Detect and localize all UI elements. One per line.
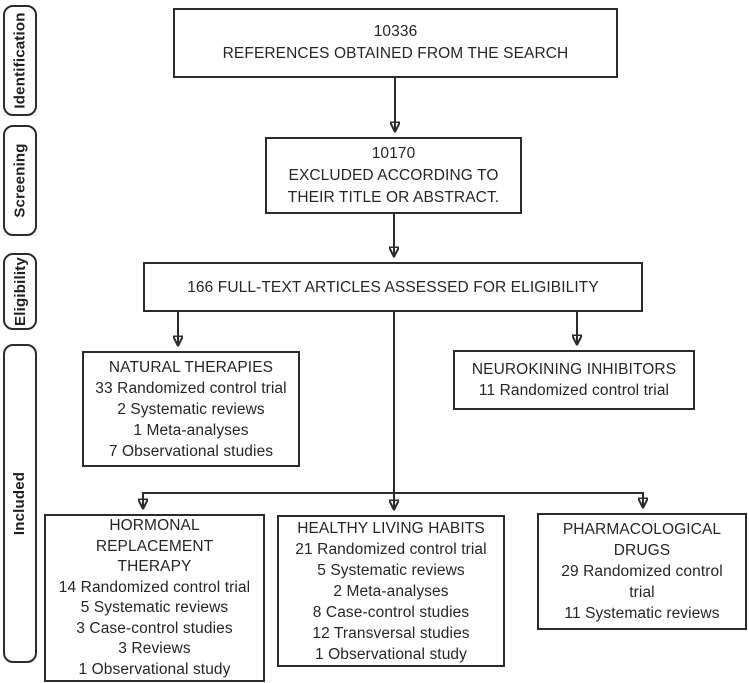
box-line: NATURAL THERAPIES (108, 358, 274, 376)
box-excluded-title-abstract: 10170 EXCLUDED ACCORDING TO THEIR TITLE … (265, 137, 522, 214)
stage-label-text: Eligibility (11, 257, 29, 326)
box-hormonal-replacement-therapy: HORMONAL REPLACEMENT THERAPY 14 Randomiz… (44, 514, 265, 682)
box-line: 2 Systematic reviews (117, 400, 265, 418)
box-line: 1 Observational study (78, 660, 231, 678)
box-line: 1 Meta-analyses (133, 421, 249, 439)
box-line: 5 Systematic reviews (317, 561, 465, 579)
box-line: 12 Transversal studies (312, 624, 470, 642)
box-line: 7 Observational studies (108, 442, 274, 460)
box-line: EXCLUDED ACCORDING TO (288, 166, 499, 184)
stage-label-text: Included (11, 471, 29, 536)
box-line: 14 Randomized control trial (58, 578, 251, 596)
box-line: 8 Case-control studies (312, 603, 470, 621)
box-line: NEUROKINING INHIBITORS (471, 361, 677, 378)
box-line: 2 Meta-analyses (333, 582, 449, 600)
box-line: 10336 (373, 23, 418, 40)
box-line: trial (629, 584, 655, 601)
stage-label-eligibility: Eligibility (3, 253, 37, 330)
box-healthy-living-habits: HEALTHY LIVING HABITS 21 Randomized cont… (277, 515, 505, 667)
box-neurokining-inhibitors: NEUROKINING INHIBITORS 11 Randomized con… (453, 350, 695, 410)
box-line: THEIR TITLE OR ABSTRACT. (287, 188, 500, 206)
box-line: 10170 (371, 144, 416, 162)
box-line: HEALTHY LIVING HABITS (297, 519, 485, 537)
stage-label-included: Included (3, 344, 37, 663)
box-references-obtained: 10336 REFERENCES OBTAINED FROM THE SEARC… (173, 8, 618, 78)
box-line: DRUGS (613, 542, 671, 559)
stage-label-text: Screening (11, 143, 29, 218)
box-pharmacological-drugs: PHARMACOLOGICAL DRUGS 29 Randomized cont… (537, 513, 747, 630)
box-line: 11 Systematic reviews (564, 605, 720, 622)
box-line: 1 Observational study (314, 645, 467, 663)
box-natural-therapies: NATURAL THERAPIES 33 Randomized control … (82, 351, 300, 467)
stage-label-identification: Identification (3, 5, 37, 116)
box-line: 166 FULL-TEXT ARTICLES ASSESSED FOR ELIG… (187, 278, 599, 296)
box-line: 3 Case-control studies (76, 619, 233, 637)
box-line: 29 Randomized control (561, 563, 723, 580)
box-fulltext-assessed: 166 FULL-TEXT ARTICLES ASSESSED FOR ELIG… (143, 262, 643, 312)
box-line: REPLACEMENT (95, 537, 214, 555)
box-line: 21 Randomized control trial (295, 540, 487, 558)
box-line: THERAPY (117, 558, 192, 575)
box-line: 11 Randomized control trial (478, 382, 670, 399)
box-line: 3 Reviews (118, 640, 191, 657)
stage-label-screening: Screening (3, 125, 37, 236)
box-line: 33 Randomized control trial (95, 379, 287, 397)
box-line: REFERENCES OBTAINED FROM THE SEARCH (222, 45, 569, 62)
box-line: 5 Systematic reviews (80, 599, 229, 616)
stage-label-text: Identification (11, 12, 29, 109)
box-line: HORMONAL (109, 517, 200, 534)
box-line: PHARMACOLOGICAL (562, 521, 722, 538)
